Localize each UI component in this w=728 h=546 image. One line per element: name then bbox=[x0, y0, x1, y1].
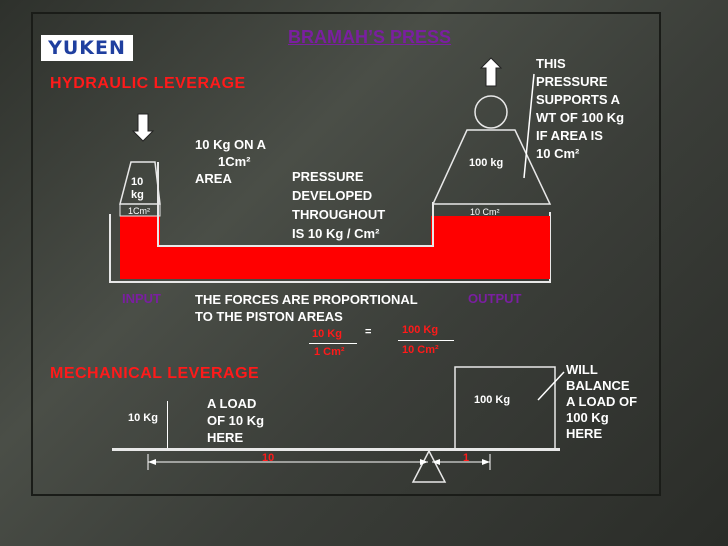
ratio-left-numerator: 10 Kg bbox=[312, 328, 342, 340]
left-load-wall bbox=[167, 401, 168, 449]
mechanical-heading: MECHANICAL LEVERAGE bbox=[50, 365, 260, 382]
right-load-note: WILL BALANCE A LOAD OF 100 Kg HERE bbox=[566, 362, 638, 441]
proportional-note: THE FORCES ARE PROPORTIONAL TO THE PISTO… bbox=[195, 292, 418, 324]
large-piston-weight: 100 kg bbox=[469, 157, 504, 169]
pressure-note: PRESSURE DEVELOPED THROUGHOUT IS 10 Kg /… bbox=[292, 169, 386, 241]
fulcrum-icon bbox=[411, 449, 447, 483]
right-load-label: 100 Kg bbox=[474, 394, 511, 406]
output-arrow-icon bbox=[479, 57, 503, 87]
large-piston-area: 10 Cm² bbox=[470, 207, 500, 217]
lever-beam bbox=[112, 448, 560, 451]
pressure-pointer-line bbox=[523, 73, 535, 179]
balance-pointer-line bbox=[537, 371, 565, 401]
small-piston-weight: 10 kg bbox=[131, 176, 144, 201]
slide-frame bbox=[31, 12, 661, 496]
left-arm-length: 10 bbox=[262, 452, 275, 464]
small-piston-area: 1Cm² bbox=[128, 206, 150, 216]
small-piston-base bbox=[119, 203, 161, 217]
input-arrow-icon bbox=[131, 113, 155, 142]
right-arm-length: 1 bbox=[463, 452, 470, 464]
yuken-logo: YUKEN bbox=[41, 35, 133, 61]
left-load-note: A LOAD OF 10 Kg HERE bbox=[207, 396, 265, 445]
pressure-support-note: THIS PRESSURE SUPPORTS A WT OF 100 Kg IF… bbox=[536, 56, 625, 161]
right-load-box bbox=[454, 366, 556, 450]
ratio-right-denominator: 10 Cm² bbox=[402, 344, 439, 356]
input-force-note: 10 Kg ON A 1Cm² AREA bbox=[195, 137, 267, 186]
input-label: INPUT bbox=[122, 291, 161, 306]
ratio-left-bar bbox=[309, 343, 357, 344]
ratio-right-numerator: 100 Kg bbox=[402, 324, 439, 336]
ratio-right-bar bbox=[398, 340, 454, 341]
large-piston bbox=[431, 129, 552, 205]
left-load-label: 10 Kg bbox=[128, 412, 158, 424]
slide-title: BRAMAH’S PRESS bbox=[288, 27, 452, 47]
ratio-equals: = bbox=[365, 326, 372, 338]
hydraulic-heading: HYDRAULIC LEVERAGE bbox=[50, 75, 246, 92]
load-ball-icon bbox=[474, 95, 508, 129]
fluid-area bbox=[120, 216, 550, 279]
output-label: OUTPUT bbox=[468, 291, 522, 306]
ratio-left-denominator: 1 Cm² bbox=[314, 346, 345, 358]
